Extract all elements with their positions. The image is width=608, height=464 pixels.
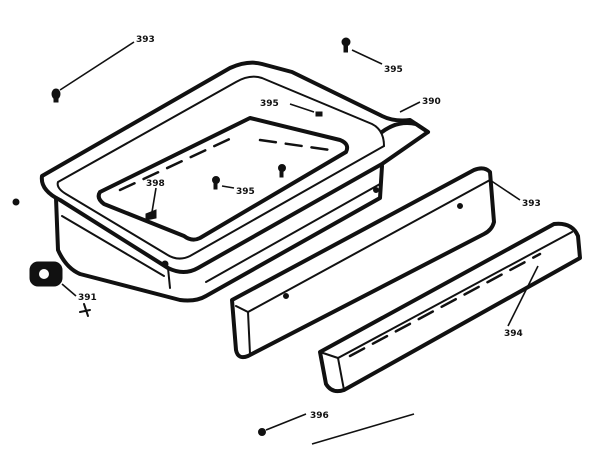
leader-lines bbox=[59, 41, 539, 445]
callout-393-right: 393 bbox=[522, 199, 541, 209]
callout-391: 391 bbox=[78, 293, 97, 303]
callout-390: 390 bbox=[422, 97, 441, 107]
clip-398-icon bbox=[145, 209, 157, 221]
screw-393-icon bbox=[51, 88, 61, 103]
screw-395-top-icon bbox=[341, 37, 351, 53]
roller-391-icon bbox=[29, 261, 91, 317]
screw-inner-icon bbox=[315, 111, 323, 117]
callout-393-top-left: 393 bbox=[136, 35, 155, 45]
callout-395-center: 395 bbox=[236, 187, 255, 197]
screw-396-icon bbox=[258, 428, 266, 436]
callout-395-inner: 395 bbox=[260, 99, 279, 109]
screw-395-center-icon bbox=[212, 164, 286, 190]
callout-398: 398 bbox=[146, 179, 165, 189]
drawer-front-panel bbox=[230, 166, 496, 360]
stray-mark-dot bbox=[12, 198, 20, 206]
drawer-pan bbox=[39, 60, 430, 303]
trim-strip bbox=[318, 221, 582, 394]
callout-395-top: 395 bbox=[384, 65, 403, 75]
callout-396: 396 bbox=[310, 411, 329, 421]
callout-394: 394 bbox=[504, 329, 523, 339]
